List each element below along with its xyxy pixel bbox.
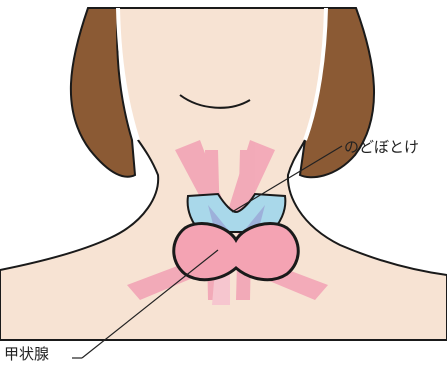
label-adams-apple: のどぼとけ (344, 140, 419, 155)
label-thyroid: 甲状腺 (4, 347, 49, 362)
